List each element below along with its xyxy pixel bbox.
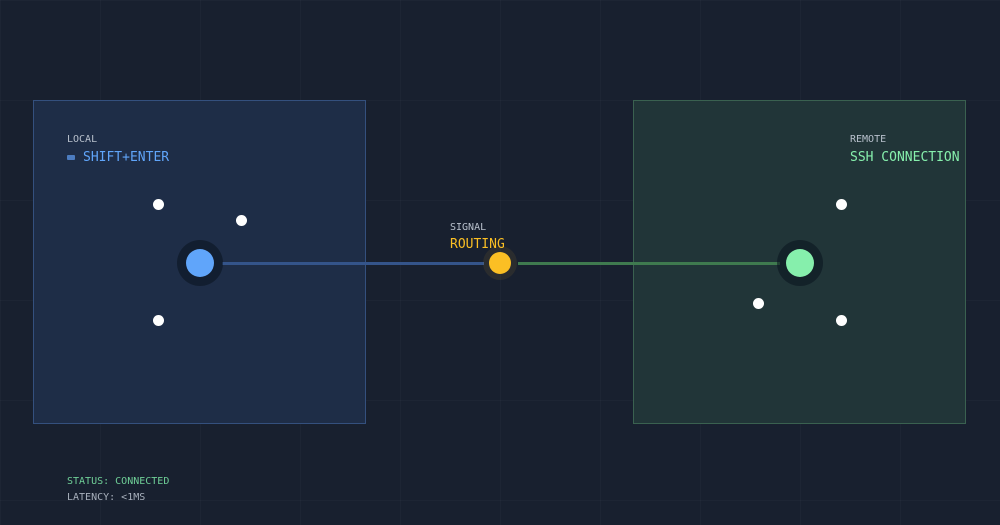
remote-label: REMOTE [850, 134, 887, 145]
signal-node[interactable] [489, 252, 511, 274]
local-connection-line [222, 262, 484, 265]
latency-text: LATENCY: <1MS [67, 492, 146, 503]
remote-value: SSH CONNECTION [850, 150, 960, 165]
remote-particle [753, 298, 764, 309]
keyboard-icon [67, 155, 75, 160]
local-particle [153, 199, 164, 210]
signal-label: SIGNAL [450, 222, 487, 233]
local-particle [153, 315, 164, 326]
local-value: SHIFT+ENTER [67, 150, 169, 165]
local-shortcut-text: SHIFT+ENTER [83, 150, 170, 165]
remote-particle [836, 315, 847, 326]
remote-connection-line [518, 262, 780, 265]
signal-value: ROUTING [450, 237, 505, 252]
remote-particle [836, 199, 847, 210]
remote-node[interactable] [786, 249, 814, 277]
status-text: STATUS: CONNECTED [67, 476, 170, 487]
local-node[interactable] [186, 249, 214, 277]
local-label: LOCAL [67, 134, 98, 145]
local-particle [236, 215, 247, 226]
